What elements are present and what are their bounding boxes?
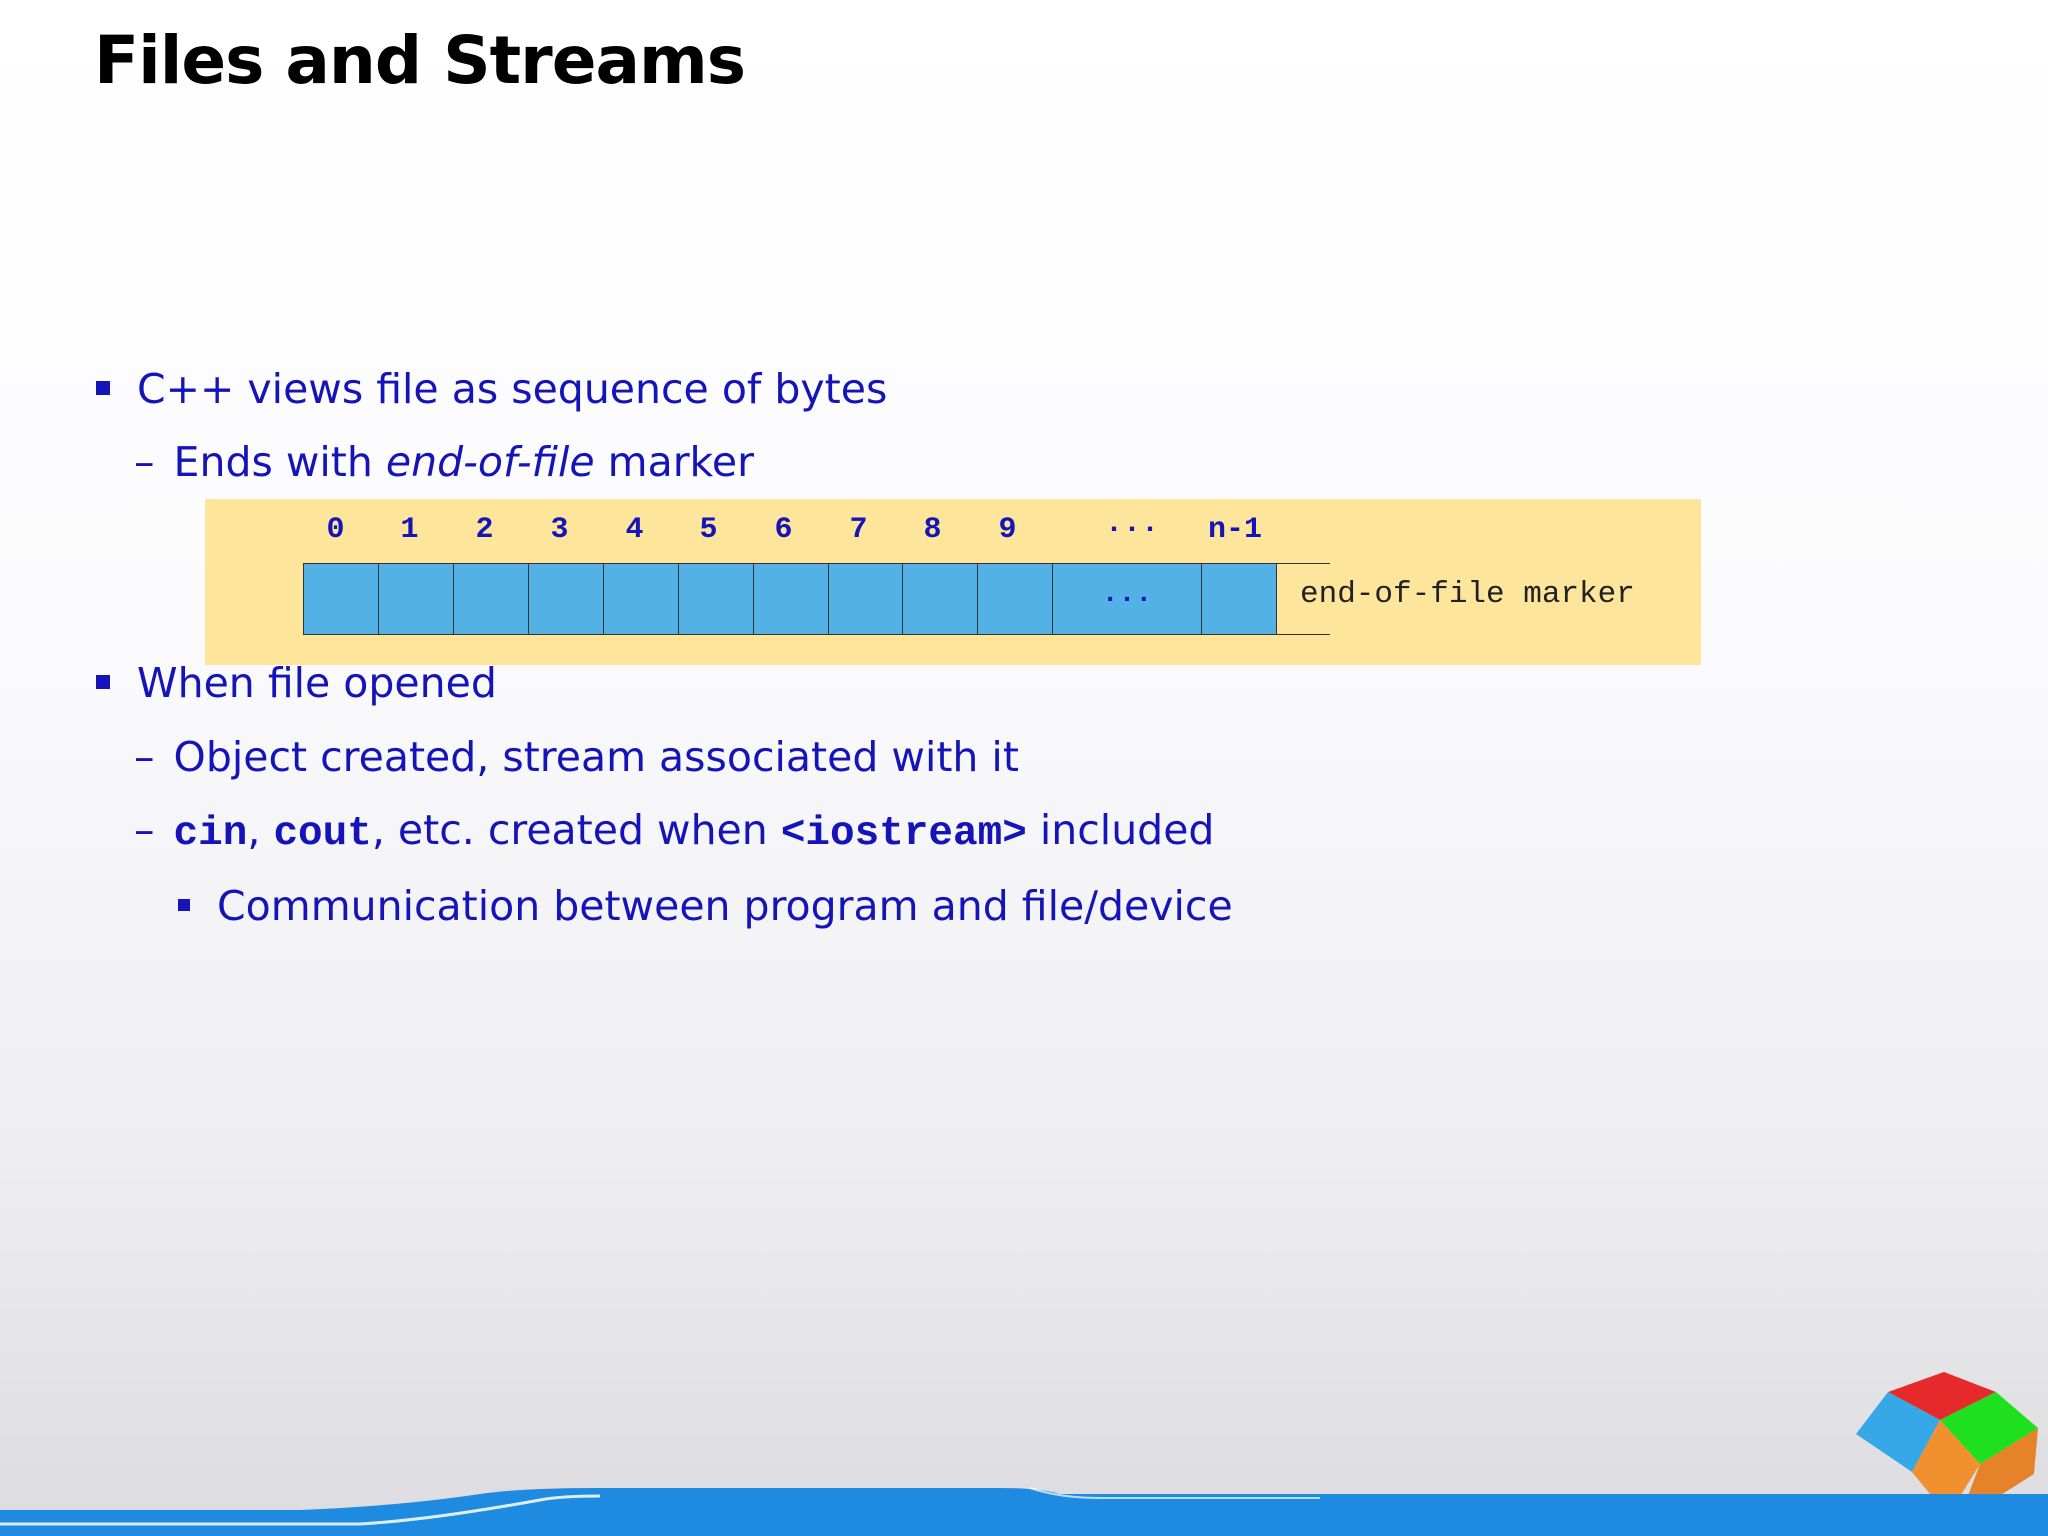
byte-index: 2 [475, 513, 494, 547]
bullet-2: When file opened [96, 659, 497, 707]
bullet-2-text: When file opened [137, 659, 497, 707]
separator-text: , [247, 806, 274, 854]
byte-index: 4 [625, 513, 644, 547]
bullet-1-sub-italic: end-of-file [385, 438, 595, 486]
bullet-1-sub: – Ends with end-of-file marker [134, 438, 754, 486]
byte-cell [528, 563, 604, 635]
cell-ellipsis-text: ... [1101, 579, 1153, 610]
square-bullet-icon [178, 899, 190, 911]
bullet-1-sub-text-after: marker [594, 438, 754, 486]
square-bullet-icon [96, 675, 110, 689]
bullet-1: C++ views file as sequence of bytes [96, 365, 887, 413]
byte-cell [828, 563, 904, 635]
byte-index: 7 [849, 513, 868, 547]
code-cin: cin [173, 811, 248, 857]
bullet-2-sub-1-text: Object created, stream associated with i… [173, 733, 1019, 781]
byte-cell [603, 563, 679, 635]
eof-marker-label: end-of-file marker [1300, 577, 1635, 612]
after-text: included [1026, 806, 1215, 854]
code-iostream: <iostream> [780, 811, 1027, 857]
bullet-2-sub-2-sub: Communication between program and file/d… [178, 882, 1233, 930]
cube-logo-icon [1856, 1372, 2038, 1522]
byte-index: 6 [774, 513, 793, 547]
byte-cell [303, 563, 379, 635]
byte-index-last: n-1 [1207, 513, 1262, 547]
bullet-2-sub-2-sub-text: Communication between program and file/d… [217, 882, 1233, 930]
byte-sequence-diagram: 0 1 2 3 4 5 6 7 8 9 ··· n-1 ... end-of-f… [205, 499, 1701, 665]
dash-bullet: – [134, 733, 155, 781]
square-bullet-icon [96, 381, 110, 395]
middle-text: , etc. created when [371, 806, 781, 854]
byte-cell [902, 563, 978, 635]
bullet-2-sub-2: – cin, cout, etc. created when <iostream… [134, 806, 1214, 857]
byte-index: 0 [326, 513, 345, 547]
footer-bar [0, 1487, 2048, 1536]
byte-index: 3 [550, 513, 569, 547]
byte-index: 8 [923, 513, 942, 547]
byte-cell [678, 563, 754, 635]
bullet-2-sub-1: – Object created, stream associated with… [134, 733, 1019, 781]
byte-cell-ellipsis [1052, 563, 1202, 635]
code-cout: cout [273, 811, 372, 857]
bullet-1-sub-text-before: Ends with [173, 438, 386, 486]
byte-index: 9 [998, 513, 1017, 547]
eof-marker-box [1276, 563, 1330, 635]
byte-cell-last [1201, 563, 1277, 635]
byte-index: 1 [400, 513, 419, 547]
dash-bullet: – [134, 438, 155, 486]
slide-title: Files and Streams [94, 22, 746, 99]
bullet-1-text: C++ views file as sequence of bytes [137, 365, 888, 413]
byte-index: 5 [699, 513, 718, 547]
byte-cell [753, 563, 829, 635]
byte-index-ellipsis: ··· [1104, 513, 1159, 547]
byte-cell [977, 563, 1053, 635]
byte-cell [378, 563, 454, 635]
byte-cell [453, 563, 529, 635]
dash-bullet: – [134, 806, 155, 854]
